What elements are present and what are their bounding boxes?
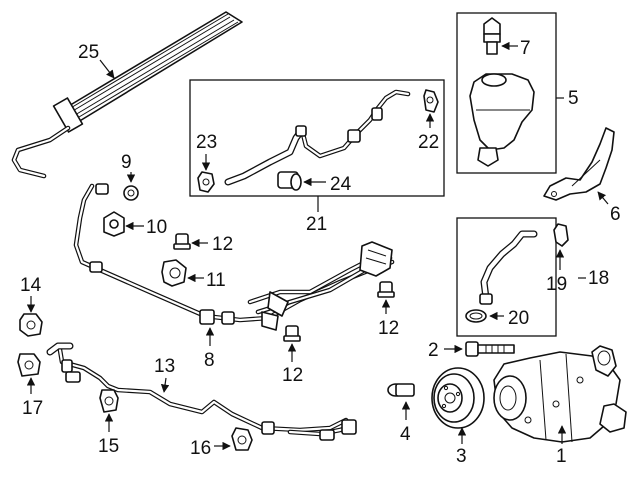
grommet-lower[interactable]	[283, 325, 301, 342]
callout-4: 4	[400, 424, 411, 445]
callout-14: 14	[20, 275, 42, 296]
callout-22: 22	[418, 132, 439, 153]
hose-clamp-small[interactable]	[17, 353, 41, 377]
callout-3: 3	[456, 446, 467, 467]
callout-19: 19	[546, 274, 567, 295]
oil-cooler[interactable]	[11, 11, 243, 179]
power-steering-pump[interactable]	[493, 345, 627, 443]
reservoir-hose[interactable]	[479, 230, 538, 305]
group-box-reservoir	[456, 12, 557, 174]
reservoir-cap[interactable]	[483, 17, 501, 55]
line-clamp[interactable]	[231, 427, 253, 451]
line-bracket[interactable]	[99, 389, 119, 413]
callout-23: 23	[196, 132, 217, 153]
reservoir[interactable]	[469, 73, 535, 167]
callout-8: 8	[204, 350, 215, 371]
return-line[interactable]	[46, 342, 357, 441]
callout-6: 6	[610, 204, 621, 225]
pressure-line[interactable]	[73, 183, 395, 331]
callout-7: 7	[520, 38, 531, 59]
clamp-22[interactable]	[423, 89, 439, 113]
callout-20: 20	[508, 308, 529, 329]
leader-25	[99, 59, 115, 79]
clamp-20[interactable]	[465, 309, 487, 323]
callout-12-right: 12	[378, 318, 399, 339]
callout-15: 15	[98, 436, 119, 457]
hose-kit[interactable]	[224, 89, 411, 186]
callout-24: 24	[330, 174, 352, 195]
callout-17: 17	[22, 398, 43, 419]
callout-12-lower: 12	[282, 365, 303, 386]
callout-12-upper: 12	[212, 234, 233, 255]
leader-6	[597, 191, 609, 205]
grommet-upper[interactable]	[173, 233, 191, 250]
hose-clamp-left[interactable]	[19, 313, 43, 337]
hose-clamp[interactable]	[161, 259, 187, 287]
clamp-19[interactable]	[553, 223, 569, 247]
callout-5: 5	[568, 88, 579, 109]
washer[interactable]	[123, 185, 139, 201]
bolt[interactable]	[465, 341, 515, 357]
grommet-right[interactable]	[377, 281, 395, 298]
callout-2: 2	[428, 340, 439, 361]
group-box-hose-kit	[189, 79, 445, 197]
hose-clamp-24[interactable]	[277, 171, 302, 191]
reservoir-bracket[interactable]	[543, 127, 615, 201]
mount-bracket[interactable]	[103, 211, 125, 237]
callout-25: 25	[78, 42, 99, 63]
callout-1: 1	[556, 446, 567, 467]
callout-9: 9	[121, 152, 132, 173]
callout-11: 11	[206, 270, 226, 291]
callout-10: 10	[146, 217, 167, 238]
callout-21: 21	[306, 214, 327, 235]
leader-13	[160, 377, 170, 393]
clamp-23[interactable]	[197, 171, 215, 193]
callout-16: 16	[190, 438, 211, 459]
pin[interactable]	[387, 383, 415, 397]
pulley[interactable]	[431, 367, 485, 429]
callout-18: 18	[588, 268, 609, 289]
group-box-reservoir-hose	[456, 217, 557, 337]
callout-13: 13	[154, 356, 175, 377]
